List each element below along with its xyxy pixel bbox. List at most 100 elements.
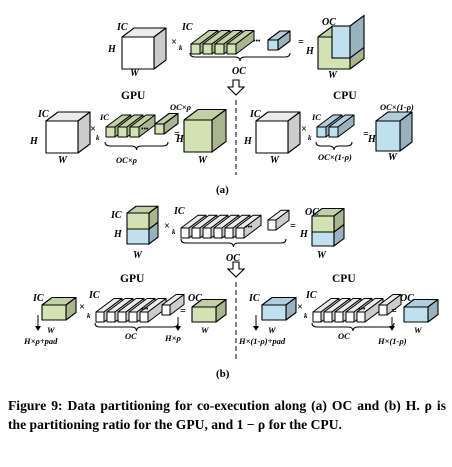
a-gpu-kernel-k-label: k [96,134,100,142]
a-gpu-kernel-dots: ••• [141,125,149,133]
b-gpu-output-h-label: H×ρ [164,333,181,343]
b-gpu-output-w-label: W [201,325,210,335]
b-gpu-output-oc-label: OC [188,293,202,304]
b-kernel-last-0-front [267,219,277,231]
b-cpu-kernel-last-0-front [378,304,388,316]
b-cpu-brace [311,322,395,332]
b-kernel-ic-label: IC [173,206,185,217]
a-input-tensor-front [121,36,155,70]
b-cpu-kernel-dots: ••• [358,305,366,313]
b-cpu-brace-label: OC [338,331,350,341]
b-cpu-kernel-k-label: k [304,312,308,320]
b-cpu-kernel-ic-label: IC [305,290,317,301]
b-split-arrow [226,261,246,278]
a-gpu-times-sign: × [90,124,96,135]
b-cpu-times-sign: × [297,302,303,313]
a-kernel-1-front [202,43,213,55]
a-gpu-kernel-2-front [129,126,140,138]
a-gpu-input-w-label: W [58,155,68,166]
a-cpu-output-oc-label: OC×(1-ρ) [380,102,414,112]
b-cpu-output-h-label: H×(1-ρ) [377,336,407,346]
a-cpu-brace-label: OC×(1-ρ) [318,152,352,162]
a-split-arrow [226,79,246,96]
b-input-tensor-upper-front [126,212,150,230]
b-gpu-kernel-dots: ••• [141,305,149,313]
a-input-h-label: H [107,44,117,55]
b-kernel-k-label: k [172,228,176,236]
b-cpu-input-w-label: W [268,325,277,335]
b-input-h-label: H [113,229,123,240]
a-cpu-output-tensor-front [375,120,401,152]
a-cpu-equals-sign: = [363,129,369,140]
b-cpu-output-oc-label: OC [400,293,414,304]
b-kernel-dots: ••• [245,223,253,231]
b-gpu-times-sign: × [79,302,85,313]
subfigure-a-label: (a) [216,184,229,196]
a-output-tensor-cpu-part [331,25,351,59]
a-equals-sign: = [298,37,304,48]
a-output-oc-label: OC [322,17,336,28]
b-oc-brace-label: OC [226,253,240,264]
b-kernel-2-front [202,227,212,239]
b-cpu-output-w-label: W [414,325,423,335]
b-input-tensor-lower-front [126,228,150,245]
a-cpu-input-tensor-front [255,120,289,154]
b-cpu-output-tensor-front [403,306,429,323]
subfigure-b-label: (b) [216,368,230,380]
b-input-ic-label: IC [110,210,122,221]
a-kernel-ic-label: IC [181,22,193,33]
a-kernel-k-label: k [179,44,183,52]
b-gpu-kernel-4-front [139,311,149,323]
a-gpu-kernel-0-front [105,126,116,138]
a-cpu-input-ic-label: IC [249,109,261,120]
a-input-w-label: W [130,68,140,79]
a-output-w-label: W [328,70,338,81]
b-kernel-4-front [224,227,234,239]
b-cpu-input-ic-label: IC [248,293,260,304]
a-gpu-title: GPU [121,90,146,102]
a-cpu-input-h-label: H [243,136,253,147]
a-gpu-output-tensor-front [183,119,213,153]
b-gpu-kernel-1-front [106,311,116,323]
b-output-h-label: H [299,229,309,240]
b-cpu-input-arrow-head [253,326,259,331]
b-gpu-input-tensor-front [41,304,67,321]
a-gpu-brace-label: OC×ρ [116,155,138,165]
a-gpu-input-tensor-front [45,120,79,154]
a-cpu-kernel-k-label: k [308,134,312,142]
a-times-sign: × [171,37,177,48]
b-gpu-kernel-last-0-front [161,304,171,316]
a-gpu-output-oc-label: OC×ρ [170,102,192,112]
a-cpu-kernel-ic-label: IC [311,112,321,122]
b-equals-sign: = [290,221,296,232]
a-output-tensor-cpu-side [349,14,365,60]
a-kernel-last-front [267,39,279,51]
a-cpu-kernel-0-front [316,126,327,138]
a-gpu-equals-sign: = [174,129,180,140]
b-input-w-label: W [133,250,143,261]
b-oc-brace [180,238,287,248]
figure-9-diagram: IC H W × IC k ••• = OC OC H W GPU CPU IC… [23,14,439,380]
a-cpu-title: CPU [333,90,357,102]
a-kernel-0-front [190,43,201,55]
b-cpu-equals-sign: = [391,306,397,317]
a-kernel-3-front [226,43,237,55]
a-cpu-output-h-label: H [367,134,377,145]
b-cpu-output-arrow-head [389,326,395,331]
a-gpu-input-h-label: H [29,136,39,147]
a-gpu-kernel-ic-label: IC [99,112,109,122]
b-gpu-kernel-ic-label: IC [88,290,100,301]
b-gpu-input-arrow-head [35,326,41,331]
b-cpu-kernel-1-front [323,311,333,323]
b-gpu-output-tensor-front [191,306,217,323]
b-cpu-kernel-2-front [334,311,344,323]
a-cpu-times-sign: × [301,124,307,135]
b-gpu-brace-label: OC [125,331,137,341]
a-gpu-kernel-1-front [117,126,128,138]
b-output-oc-label: OC [305,207,319,218]
b-cpu-input-tensor-front [261,304,287,321]
b-times-sign: × [164,221,170,232]
figure-caption: Figure 9: Data partitioning for co-execu… [8,398,446,432]
a-gpu-output-w-label: W [198,155,208,166]
b-gpu-kernel-0-front [95,311,105,323]
